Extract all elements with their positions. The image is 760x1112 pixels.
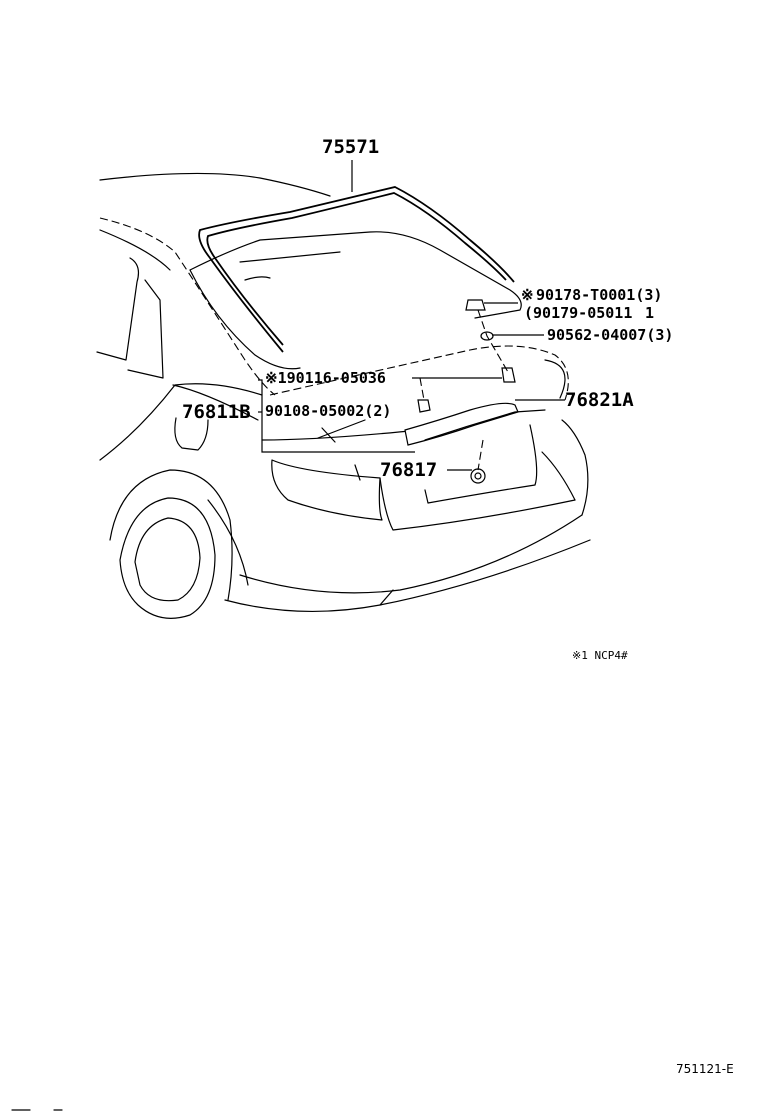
label-garnish-a: 76821A xyxy=(565,389,634,411)
figure-code: 751121-E xyxy=(676,1062,734,1076)
footnote: ※1 NCP4# xyxy=(572,649,628,662)
label-nut-top-mark: ※ xyxy=(521,286,534,304)
label-nut-top: 90178-T0001(3) xyxy=(536,286,662,304)
label-screw: 90108-05002(2) xyxy=(265,402,391,420)
label-clip: 76817 xyxy=(380,459,437,481)
label-nut-top-alt-suffix: 1 xyxy=(645,304,654,322)
label-bolt-note: ※190116-05036 xyxy=(265,369,386,387)
label-washer: 90562-04007(3) xyxy=(547,326,673,344)
label-weatherstrip: 75571 xyxy=(322,136,379,158)
car-body-outline xyxy=(96,172,591,619)
weatherstrip-part xyxy=(198,186,515,353)
label-nut-top-alt: (90179-05011 xyxy=(524,304,632,322)
label-garnish-b: 76811B xyxy=(182,401,251,423)
leader-lines xyxy=(258,160,565,471)
garnish-assembly xyxy=(404,299,546,484)
